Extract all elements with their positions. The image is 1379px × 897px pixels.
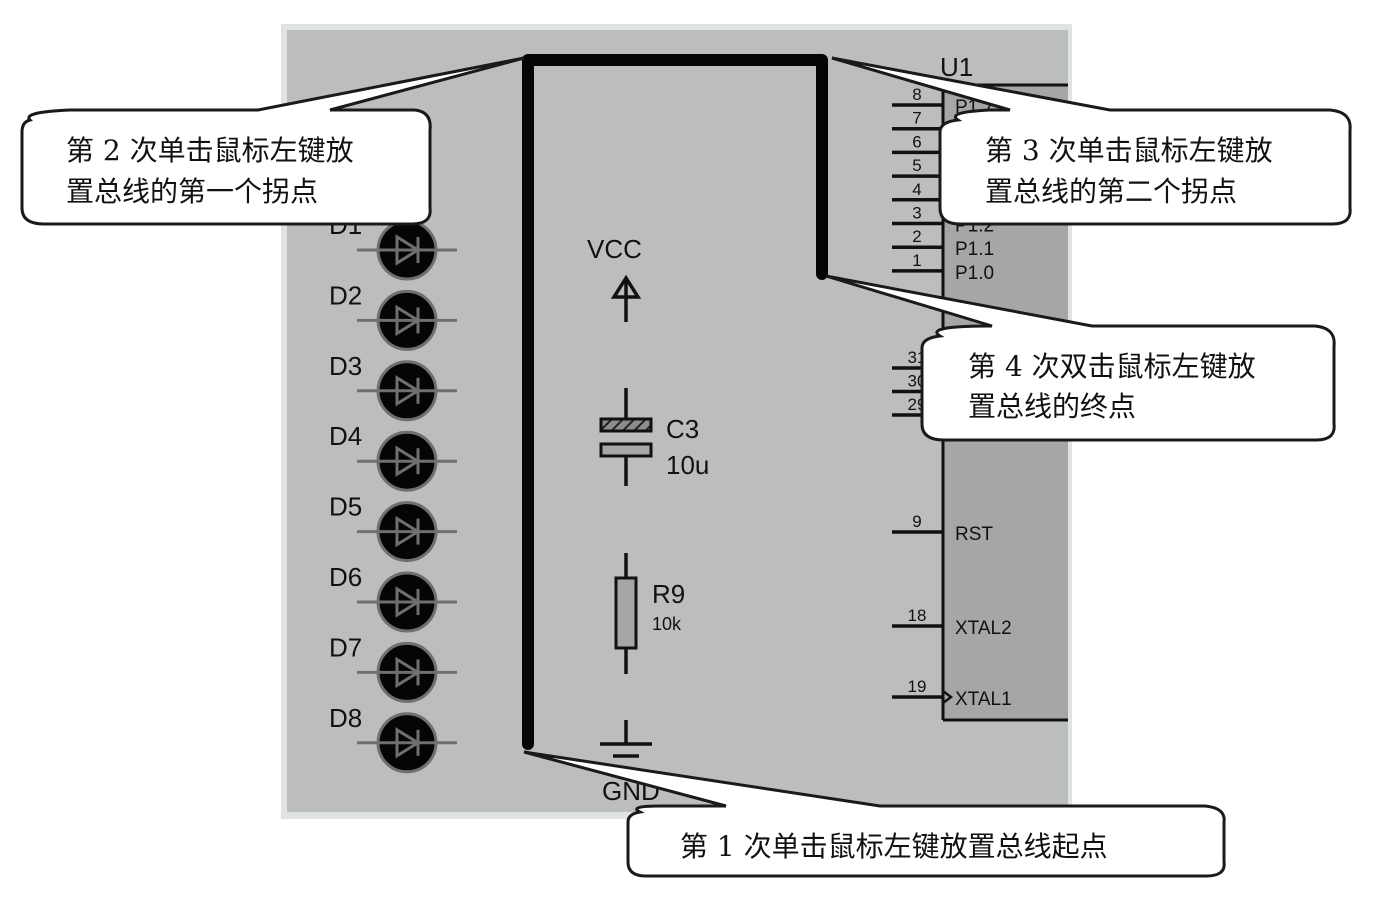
- callout-step3-line2: 置总线的第二个拐点: [985, 175, 1237, 208]
- led-d3[interactable]: D3: [329, 351, 457, 422]
- callout-bubble: [20, 56, 525, 226]
- chip-ref: U1: [940, 52, 973, 82]
- led-d7[interactable]: D7: [329, 632, 457, 703]
- diode-arrow-icon: [395, 375, 421, 407]
- pin-name: XTAL2: [955, 618, 1012, 639]
- vcc-label: VCC: [587, 234, 642, 264]
- capacitor-c3: C3 10u: [599, 388, 709, 486]
- pin-number: 2: [912, 227, 921, 246]
- pin-number: 1: [912, 251, 921, 270]
- vcc-terminal: VCC: [587, 234, 642, 322]
- diode-arrow-icon: [395, 586, 421, 618]
- capacitor-ref: C3: [666, 414, 699, 444]
- led-label: D8: [329, 703, 362, 733]
- callout-bubble: [831, 56, 1352, 226]
- diode-arrow-icon: [395, 234, 421, 266]
- led-d2[interactable]: D2: [329, 280, 457, 351]
- led-d5[interactable]: D5: [329, 492, 457, 563]
- chip-pin-1[interactable]: 1P1.0: [892, 251, 994, 284]
- clock-arrow-icon: [942, 690, 954, 704]
- led-label: D5: [329, 492, 362, 522]
- resistor-value: 10k: [652, 614, 682, 634]
- pin-number: 7: [912, 109, 921, 128]
- led-d6[interactable]: D6: [329, 562, 457, 633]
- resistor-r9: R9 10k: [614, 553, 685, 674]
- callout-step2: 第 2 次单击鼠标左键放 置总线的第一个拐点: [20, 56, 525, 226]
- pin-number: 3: [912, 204, 921, 223]
- resistor-ref: R9: [652, 579, 685, 609]
- callout-step1: 第 1 次单击鼠标左键放置总线起点: [523, 750, 1226, 878]
- diode-arrow-icon: [395, 445, 421, 477]
- bus-line[interactable]: [522, 54, 828, 750]
- pin-number: 6: [912, 132, 921, 151]
- callout-step2-line1: 第 2 次单击鼠标左键放: [66, 134, 354, 167]
- led-label: D3: [329, 351, 362, 381]
- callout-step3-line1: 第 3 次单击鼠标左键放: [985, 134, 1273, 167]
- diode-arrow-icon: [395, 656, 421, 689]
- callout-step4-line1: 第 4 次双击鼠标左键放: [968, 350, 1256, 383]
- diode-arrow-icon: [395, 304, 421, 337]
- pin-name: XTAL1: [955, 689, 1012, 710]
- chip-pin-2[interactable]: 2P1.1: [892, 227, 994, 260]
- capacitor-value: 10u: [666, 450, 709, 480]
- pin-number: 18: [908, 606, 927, 625]
- callout-step4-line2: 置总线的终点: [968, 390, 1136, 423]
- pin-name: P1.0: [955, 263, 994, 284]
- led-label: D2: [329, 280, 362, 310]
- pin-name: P1.1: [955, 239, 994, 260]
- pin-number: 5: [912, 156, 921, 175]
- led-label: D7: [329, 632, 362, 662]
- pin-number: 8: [912, 85, 921, 104]
- diode-arrow-icon: [395, 727, 421, 759]
- callout-step4: 第 4 次双击鼠标左键放 置总线的终点: [825, 274, 1336, 442]
- led-label: D6: [329, 562, 362, 592]
- callout-bubble: [825, 274, 1336, 442]
- led-d8[interactable]: D8: [329, 703, 457, 774]
- callout-step3: 第 3 次单击鼠标左键放 置总线的第二个拐点: [831, 56, 1352, 226]
- led-d4[interactable]: D4: [329, 421, 457, 492]
- pin-number: 19: [908, 677, 927, 696]
- pin-number: 4: [912, 180, 921, 199]
- callout-step2-line2: 置总线的第一个拐点: [66, 175, 318, 208]
- callout-bubble: [523, 750, 1226, 878]
- pin-name: RST: [955, 524, 993, 545]
- pin-number: 9: [912, 512, 921, 531]
- callout-step1-text: 第 1 次单击鼠标左键放置总线起点: [680, 830, 1108, 863]
- diode-arrow-icon: [395, 515, 421, 548]
- led-label: D4: [329, 421, 362, 451]
